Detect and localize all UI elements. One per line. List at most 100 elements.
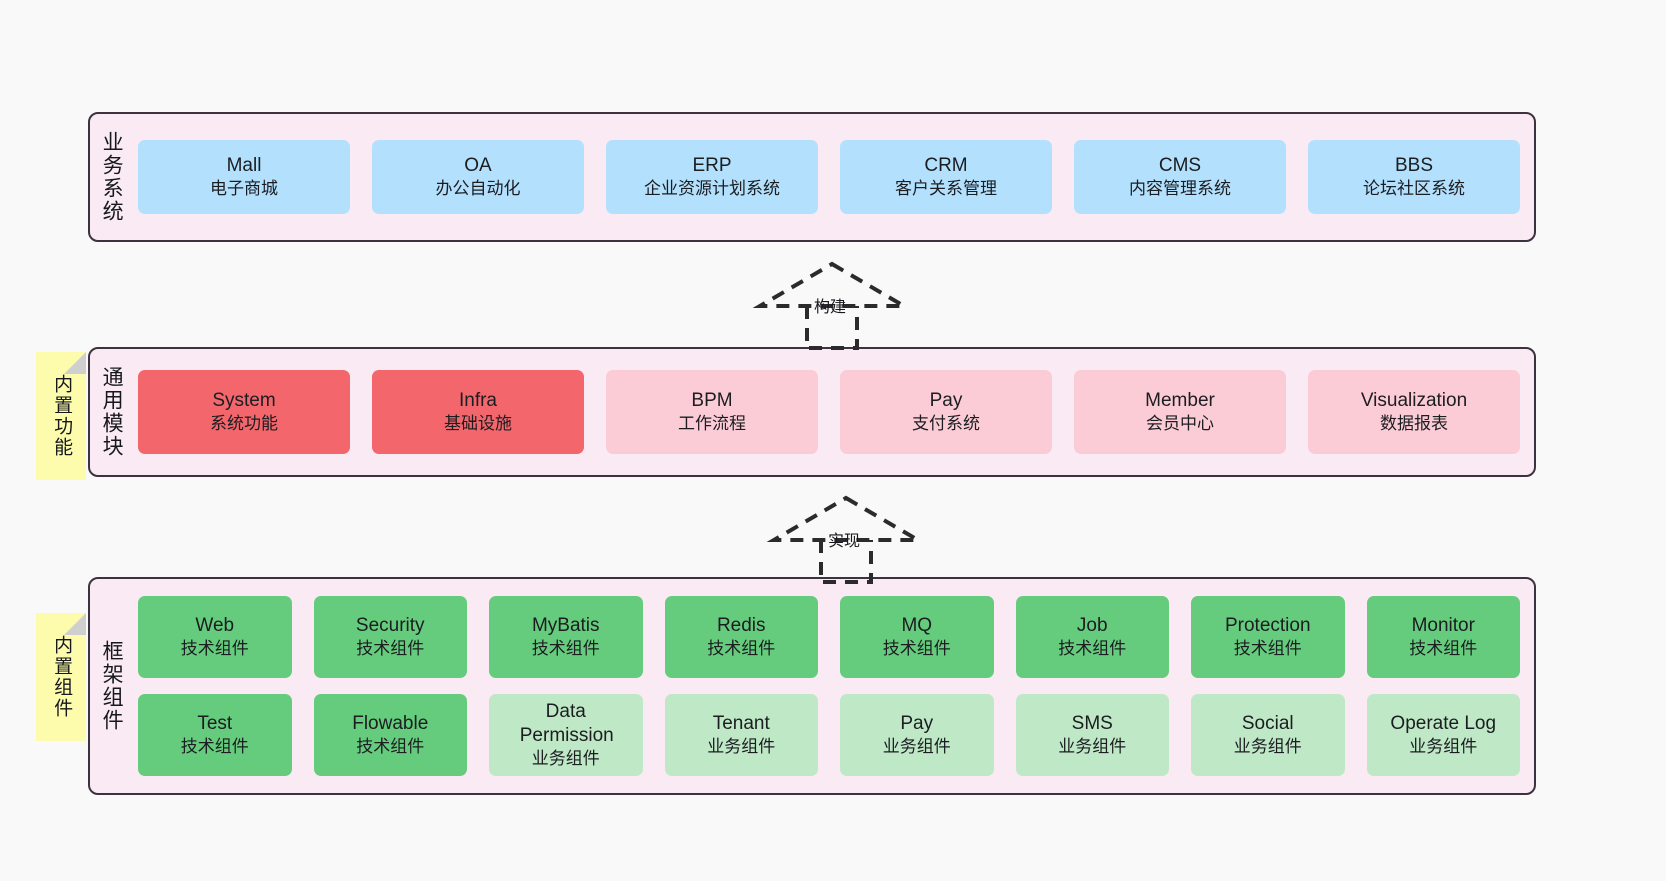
card-desc: 系统功能 [210, 414, 278, 434]
card-desc: 技术组件 [1409, 639, 1478, 659]
card-desc: 数据报表 [1380, 414, 1448, 434]
card-sms[interactable]: SMS 业务组件 [1015, 694, 1169, 776]
card-desc: 技术组件 [356, 737, 425, 757]
layer-title-common-module: 通用模块 [100, 366, 124, 458]
card-protection[interactable]: Protection 技术组件 [1191, 596, 1345, 678]
card-desc: 技术组件 [882, 639, 951, 659]
card-row: Web 技术组件 Security 技术组件 MyBatis 技术组件 Redi… [138, 596, 1520, 678]
card-job[interactable]: Job 技术组件 [1015, 596, 1169, 678]
sticky-tab-label: 内置功能 [51, 374, 73, 458]
card-name: Test [197, 712, 233, 734]
card-member[interactable]: Member 会员中心 [1074, 370, 1286, 454]
card-name: Security [355, 614, 425, 636]
card-name: Mall [226, 154, 262, 176]
card-flowable[interactable]: Flowable 技术组件 [313, 694, 467, 776]
card-name: Tenant [712, 712, 770, 734]
card-name: Pay [900, 712, 934, 734]
card-operate-log[interactable]: Operate Log 业务组件 [1366, 694, 1520, 776]
layer-title-business-system: 业务系统 [100, 131, 124, 223]
card-name: Redis [716, 614, 766, 636]
card-desc: 办公自动化 [435, 179, 521, 199]
card-name: Monitor [1411, 614, 1475, 636]
card-name: Infra [458, 389, 498, 411]
card-web[interactable]: Web 技术组件 [138, 596, 292, 678]
card-desc: 业务组件 [882, 737, 951, 757]
card-name: OA [464, 154, 492, 176]
connector-build: 构建 [752, 258, 912, 350]
layer-body-business-system: Mall 电子商城 OA 办公自动化 ERP 企业资源计划系统 CRM 客户关系… [132, 114, 1534, 240]
card-crm[interactable]: CRM 客户关系管理 [840, 140, 1052, 214]
card-desc: 技术组件 [1233, 639, 1302, 659]
card-tenant[interactable]: Tenant 业务组件 [664, 694, 818, 776]
card-name: Protection [1224, 614, 1311, 636]
card-desc: 业务组件 [531, 749, 600, 769]
card-system[interactable]: System 系统功能 [138, 370, 350, 454]
card-oa[interactable]: OA 办公自动化 [372, 140, 584, 214]
card-name: Pay [929, 389, 963, 411]
layer-common-module: 通用模块 System 系统功能 Infra 基础设施 BPM 工作流程 Pay… [88, 347, 1536, 477]
card-redis[interactable]: Redis 技术组件 [664, 596, 818, 678]
card-name: BPM [691, 389, 733, 411]
card-desc: 技术组件 [531, 639, 600, 659]
card-mybatis[interactable]: MyBatis 技术组件 [489, 596, 643, 678]
card-pay-business[interactable]: Pay 业务组件 [840, 694, 994, 776]
card-erp[interactable]: ERP 企业资源计划系统 [606, 140, 818, 214]
card-desc: 工作流程 [678, 414, 746, 434]
card-name: Data Permission [519, 700, 614, 747]
card-desc: 支付系统 [912, 414, 980, 434]
card-name: SMS [1071, 712, 1113, 734]
layer-title-framework-component: 框架组件 [100, 640, 124, 732]
card-desc: 论坛社区系统 [1363, 179, 1465, 199]
card-visualization[interactable]: Visualization 数据报表 [1308, 370, 1520, 454]
card-bpm[interactable]: BPM 工作流程 [606, 370, 818, 454]
card-name: Operate Log [1390, 712, 1497, 734]
card-mall[interactable]: Mall 电子商城 [138, 140, 350, 214]
card-cms[interactable]: CMS 内容管理系统 [1074, 140, 1286, 214]
card-mq[interactable]: MQ 技术组件 [840, 596, 994, 678]
card-name: BBS [1394, 154, 1434, 176]
realize-arrow-icon [766, 495, 926, 584]
build-arrow-icon [752, 261, 912, 350]
card-name: System [212, 389, 276, 411]
card-test[interactable]: Test 技术组件 [138, 694, 292, 776]
card-infra[interactable]: Infra 基础设施 [372, 370, 584, 454]
card-desc: 技术组件 [180, 639, 249, 659]
card-name: Member [1145, 389, 1215, 411]
card-pay[interactable]: Pay 支付系统 [840, 370, 1052, 454]
card-desc: 业务组件 [1233, 737, 1302, 757]
card-name: Job [1076, 614, 1108, 636]
card-name: CMS [1158, 154, 1202, 176]
card-row: Test 技术组件 Flowable 技术组件 Data Permission … [138, 694, 1520, 776]
card-monitor[interactable]: Monitor 技术组件 [1366, 596, 1520, 678]
card-name: Flowable [352, 712, 429, 734]
card-name: Visualization [1360, 389, 1468, 411]
sticky-tab-builtin-component: 内置组件 [36, 613, 86, 741]
layer-business-system: 业务系统 Mall 电子商城 OA 办公自动化 ERP 企业资源计划系统 CRM… [88, 112, 1536, 242]
card-desc: 客户关系管理 [895, 179, 997, 199]
card-desc: 企业资源计划系统 [644, 179, 780, 199]
card-desc: 电子商城 [210, 179, 278, 199]
card-bbs[interactable]: BBS 论坛社区系统 [1308, 140, 1520, 214]
connector-realize: 实现 [766, 492, 926, 584]
card-desc: 业务组件 [1058, 737, 1127, 757]
card-row: Mall 电子商城 OA 办公自动化 ERP 企业资源计划系统 CRM 客户关系… [138, 140, 1520, 214]
card-name: Web [195, 614, 235, 636]
connector-realize-label: 实现 [828, 533, 861, 550]
card-name: ERP [692, 154, 732, 176]
layer-body-framework-component: Web 技术组件 Security 技术组件 MyBatis 技术组件 Redi… [132, 579, 1534, 793]
card-name: MyBatis [531, 614, 600, 636]
card-security[interactable]: Security 技术组件 [313, 596, 467, 678]
layer-framework-component: 框架组件 Web 技术组件 Security 技术组件 MyBatis 技术组件… [88, 577, 1536, 795]
card-social[interactable]: Social 业务组件 [1191, 694, 1345, 776]
card-desc: 业务组件 [1409, 737, 1478, 757]
layer-body-common-module: System 系统功能 Infra 基础设施 BPM 工作流程 Pay 支付系统… [132, 349, 1534, 475]
card-desc: 会员中心 [1146, 414, 1214, 434]
card-desc: 技术组件 [180, 737, 249, 757]
card-data-permission[interactable]: Data Permission 业务组件 [489, 694, 643, 776]
sticky-tab-label: 内置组件 [51, 635, 73, 719]
card-desc: 内容管理系统 [1129, 179, 1231, 199]
card-name: Social [1241, 712, 1294, 734]
card-desc: 技术组件 [707, 639, 776, 659]
card-name: CRM [924, 154, 968, 176]
